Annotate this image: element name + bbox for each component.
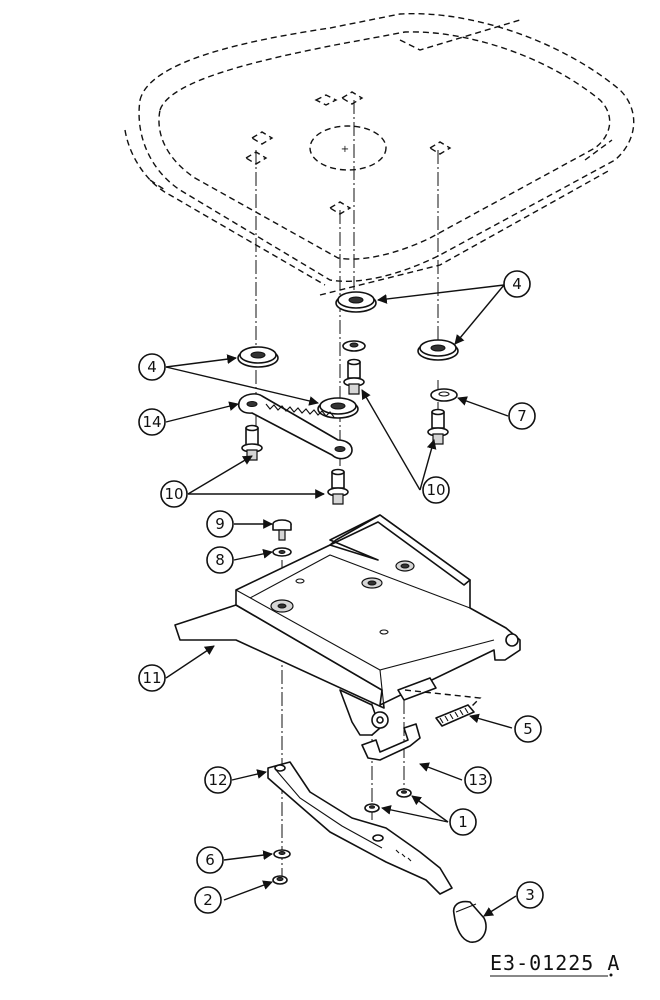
callout-9: 9: [206, 510, 234, 538]
callout-4-left: 4: [138, 353, 166, 381]
callout-label: 13: [468, 771, 487, 789]
bolt-left: [241, 424, 263, 461]
callout-label: 1: [458, 813, 468, 831]
callout-11: 11: [138, 664, 166, 692]
callout-label: 5: [523, 720, 533, 738]
nut-1b: [396, 788, 412, 798]
washer-6: [273, 849, 291, 859]
bolt-9: [272, 519, 292, 541]
callout-label: 14: [142, 413, 161, 431]
callout-2: 2: [194, 886, 222, 914]
nut-1a: [364, 803, 380, 813]
drawing-number-dot: [609, 973, 613, 977]
callout-13: 13: [464, 766, 492, 794]
callout-5: 5: [514, 715, 542, 743]
leader-lines: [165, 284, 517, 917]
callout-label: 10: [164, 485, 183, 503]
bolt-bottom: [327, 468, 349, 505]
bolt-right: [427, 408, 449, 445]
seat-outline: +: [124, 12, 635, 296]
clip-13: [361, 723, 421, 761]
grommet-right: [417, 339, 459, 361]
callout-label: 3: [525, 886, 535, 904]
callout-14: 14: [138, 408, 166, 436]
callout-label: 12: [208, 771, 227, 789]
seat-bracket-11: [174, 514, 521, 736]
slide-tab-5: [435, 704, 475, 727]
callout-7: 7: [508, 402, 536, 430]
callout-label: 4: [512, 275, 522, 293]
bolt-top: [343, 358, 365, 395]
grommet-middle: [317, 397, 359, 419]
callout-8: 8: [206, 546, 234, 574]
slide-tab-guide: [404, 689, 482, 709]
svg-text:+: +: [341, 144, 349, 155]
callout-10-left: 10: [160, 480, 188, 508]
callout-label: 8: [215, 551, 225, 569]
callout-label: 7: [517, 407, 527, 425]
callout-1: 1: [449, 808, 477, 836]
callout-label: 6: [205, 851, 215, 869]
callout-3: 3: [516, 881, 544, 909]
washer-8: [272, 547, 292, 557]
grommet-top: [335, 291, 377, 313]
lever-12: [267, 761, 453, 895]
washer-top-small: [342, 340, 366, 352]
callout-6: 6: [196, 846, 224, 874]
grommet-left: [237, 346, 279, 368]
callout-label: 4: [147, 358, 157, 376]
callout-label: 10: [426, 481, 445, 499]
callout-4-top: 4: [503, 270, 531, 298]
nut-2: [272, 875, 288, 885]
callout-label: 2: [203, 891, 213, 909]
link-strip-14: [237, 393, 353, 460]
drawing-number: E3-01225 A: [490, 951, 620, 975]
knob-3: [452, 900, 487, 943]
washer-7: [430, 388, 458, 402]
callout-label: 9: [215, 515, 225, 533]
callout-12: 12: [204, 766, 232, 794]
callout-label: 11: [142, 669, 161, 687]
callout-10-right: 10: [422, 476, 450, 504]
